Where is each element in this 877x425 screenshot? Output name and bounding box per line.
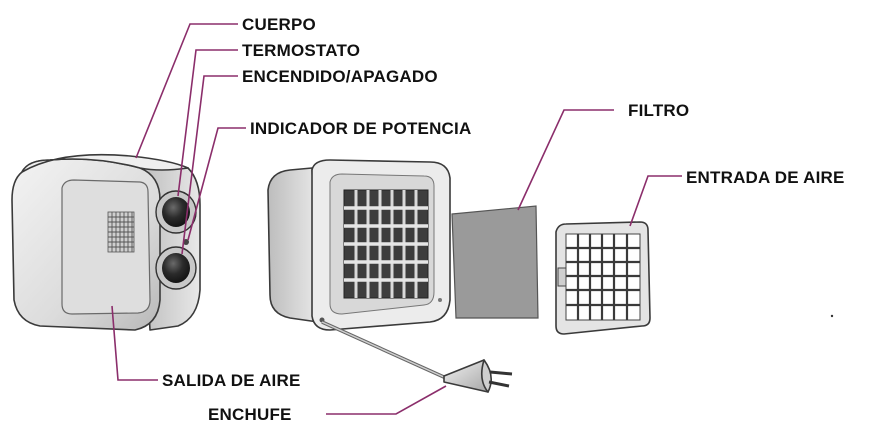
leader-thermostat <box>177 49 238 197</box>
power-indicator-light <box>183 239 189 245</box>
air-inlet-grille <box>555 221 651 335</box>
leader-filter <box>517 109 614 211</box>
power-switch-knob <box>155 246 197 290</box>
label-air-outlet: SALIDA DE AIRE <box>162 371 301 390</box>
leader-power-indicator <box>187 127 246 241</box>
filter-sheet <box>451 205 539 319</box>
label-power-indicator: INDICADOR DE POTENCIA <box>250 119 471 138</box>
stray-dot <box>830 314 834 318</box>
outlet-vent-grid <box>107 211 135 253</box>
label-filter: FILTRO <box>628 101 689 120</box>
heater-body <box>11 153 201 331</box>
label-plug: ENCHUFE <box>208 405 292 424</box>
leader-power-switch <box>181 75 238 255</box>
label-thermostat: TERMOSTATO <box>242 41 360 60</box>
thermostat-knob <box>155 190 197 234</box>
leader-air-inlet <box>629 175 682 227</box>
power-plug <box>443 359 513 393</box>
label-power-switch: ENCENDIDO/APAGADO <box>242 67 438 86</box>
leader-lines <box>111 23 682 415</box>
leader-air-outlet <box>111 305 158 381</box>
power-cord <box>321 320 447 380</box>
heater-back-panel <box>267 159 451 331</box>
leader-plug <box>326 385 447 415</box>
leader-body <box>135 23 238 159</box>
air-outlet-panel <box>61 179 151 315</box>
label-air-inlet: ENTRADA DE AIRE <box>686 168 845 187</box>
label-body: CUERPO <box>242 15 316 34</box>
